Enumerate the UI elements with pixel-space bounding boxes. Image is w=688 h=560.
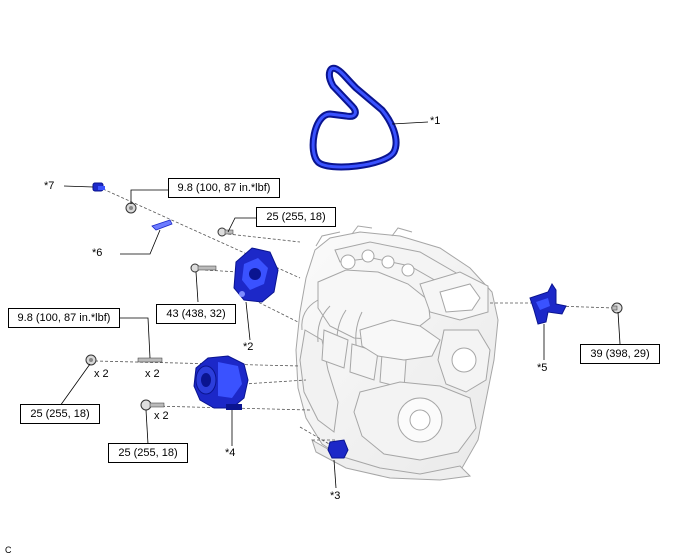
callout-5: *5: [537, 362, 548, 374]
callout-7: *7: [44, 180, 55, 192]
torque-box-9-8-top: 9.8 (100, 87 in.*lbf): [168, 178, 280, 198]
cover-part-3: [327, 439, 349, 459]
torque-box-39: 39 (398, 29): [580, 344, 660, 364]
torque-box-9-8-left: 9.8 (100, 87 in.*lbf): [8, 308, 120, 328]
bracket-part-2: [233, 247, 279, 303]
bolt-39: [611, 302, 623, 314]
engine-assembly: [295, 225, 499, 481]
bolt-43: [190, 263, 217, 273]
bolt-part-7: [92, 182, 105, 192]
callout-3: *3: [330, 490, 341, 502]
compressor-part-4: [193, 355, 249, 410]
nut-top: [125, 202, 137, 214]
callout-6: *6: [92, 247, 103, 259]
leader-lines: [59, 121, 621, 489]
callout-4: *4: [225, 447, 236, 459]
harness-clamp-part-6: [151, 219, 173, 231]
serpentine-belt: [309, 64, 400, 171]
qty-stud-left: x 2: [145, 368, 160, 380]
torque-box-25-left: 25 (255, 18): [20, 404, 100, 424]
bolt-25-top: [217, 227, 234, 237]
qty-bolt-compressor: x 2: [154, 410, 169, 422]
callout-1: *1: [430, 115, 441, 127]
stud-and-nut-left: [85, 354, 163, 366]
qty-nut-left: x 2: [94, 368, 109, 380]
bolt-25-bottom: [140, 399, 165, 411]
torque-box-43: 43 (438, 32): [156, 304, 236, 324]
torque-box-25-bottom: 25 (255, 18): [108, 443, 188, 463]
bracket-part-5: [529, 283, 567, 325]
torque-box-25-top: 25 (255, 18): [256, 207, 336, 227]
callout-2: *2: [243, 341, 254, 353]
corner-mark: C: [5, 545, 12, 555]
